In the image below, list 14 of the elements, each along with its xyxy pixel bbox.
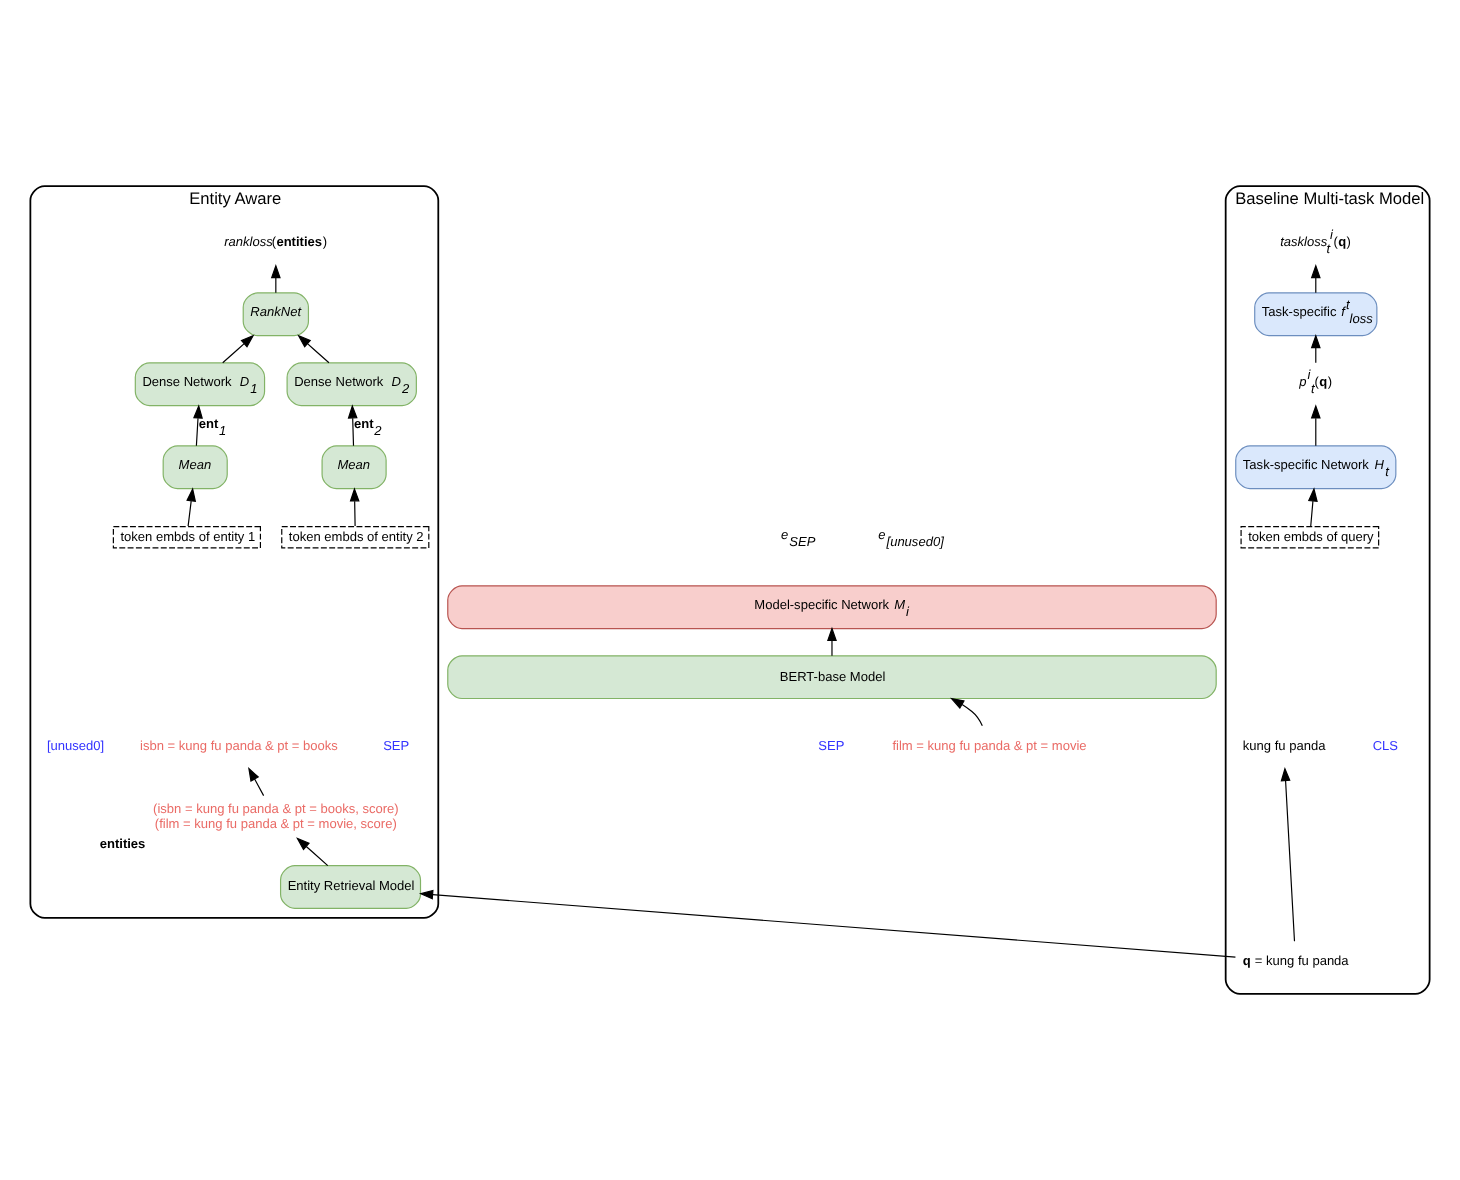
arrow [349,487,360,527]
arrow [193,404,203,447]
arrow [827,626,837,657]
arrow [1307,487,1318,527]
arrow [950,697,983,727]
arrow [222,334,255,364]
arrow [1310,404,1321,447]
arrow [296,837,329,867]
arrow [347,404,358,447]
arrow [297,334,330,364]
arrow [1280,766,1296,942]
arrow [418,889,1237,958]
arrow [186,487,197,527]
arrow [248,767,265,797]
